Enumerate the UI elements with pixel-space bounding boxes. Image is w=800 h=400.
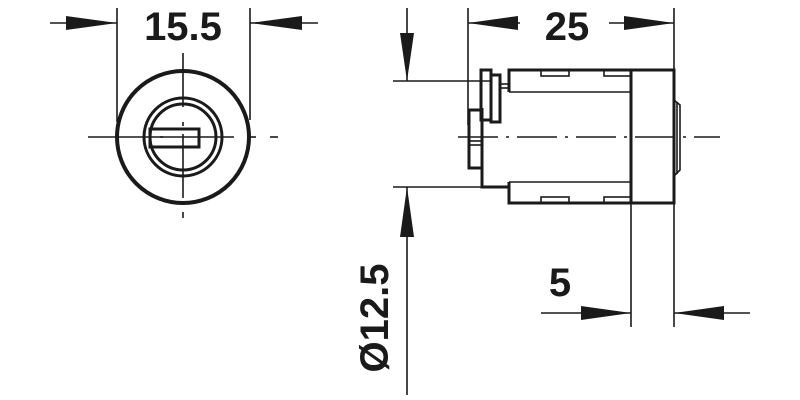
dimension-face-diameter: 15.5	[144, 5, 222, 49]
body-top-edge	[507, 68, 631, 92]
front-view: 15.5	[50, 5, 318, 218]
retaining-clip	[467, 108, 484, 170]
dimension-collar-length: 5	[549, 261, 571, 305]
groove	[540, 196, 570, 204]
arrow-left-icon	[468, 16, 518, 30]
arrow-right-icon	[624, 16, 674, 30]
arrow-down-icon	[400, 33, 414, 81]
key-slot	[148, 127, 201, 149]
arrow-right-icon	[66, 16, 117, 30]
body-bottom-edge	[507, 182, 631, 205]
dimension-body-diameter: Ø12.5	[353, 264, 397, 373]
cam-tab	[489, 73, 502, 124]
arrow-left-icon	[674, 306, 724, 320]
side-view: 25 Ø12.5	[353, 5, 750, 395]
arrow-left-icon	[250, 16, 302, 30]
groove	[540, 69, 570, 77]
dimension-overall-length: 25	[545, 5, 590, 49]
arrow-right-icon	[581, 306, 631, 320]
arrow-up-icon	[400, 187, 414, 237]
